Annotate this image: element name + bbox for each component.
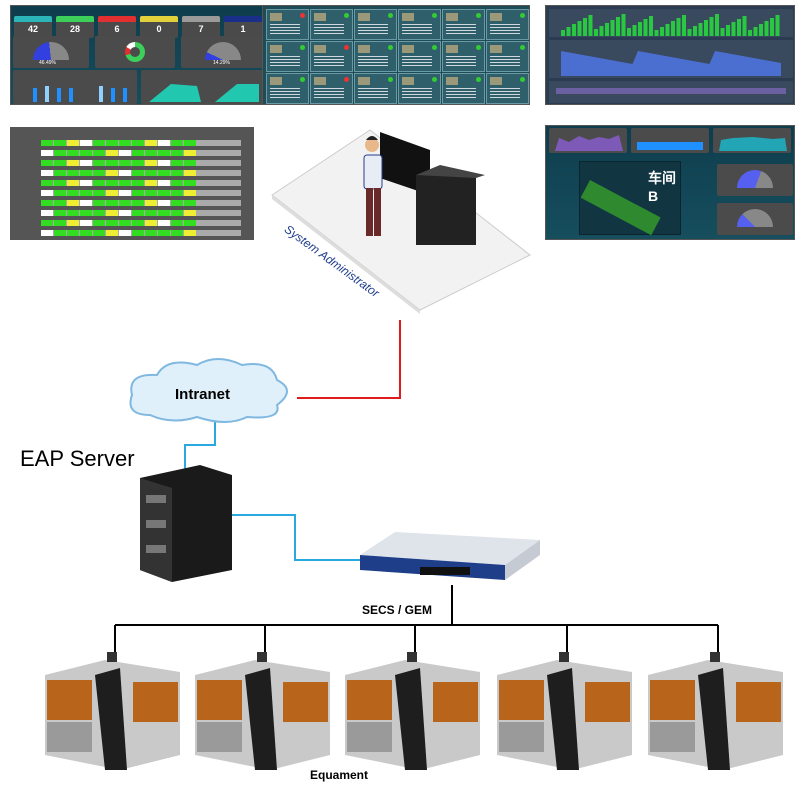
protocol-label: SECS / GEM <box>362 603 433 617</box>
equipment-tile <box>442 73 485 104</box>
timeline-row <box>41 150 241 156</box>
kpi-card: 42 <box>14 16 52 38</box>
timeline-row <box>41 210 241 216</box>
gauge-value: 46.49% <box>39 60 56 66</box>
kpi-value: 7 <box>198 24 204 34</box>
intranet-cloud-icon <box>129 358 288 423</box>
equipment-tile <box>310 41 353 72</box>
gauge-panel: 46.49% <box>13 36 89 68</box>
timeline-row <box>41 170 241 176</box>
equipment-tile <box>266 73 309 104</box>
timeline-row <box>41 200 241 206</box>
equipment-label: Equament <box>310 768 369 782</box>
trend-charts-screenshot <box>545 5 795 105</box>
equipment-tile <box>486 73 529 104</box>
equipment-tile <box>486 41 529 72</box>
lan-link-line <box>232 514 365 561</box>
computer-tower-icon <box>416 175 476 245</box>
timeline-row <box>41 140 241 146</box>
kpi-card: 7 <box>182 16 220 38</box>
bar-chart-panel <box>13 70 137 104</box>
equipment-tile <box>266 9 309 40</box>
equipment-tile <box>266 41 309 72</box>
workshop-title: 车间B <box>648 170 676 204</box>
equipment-tile <box>354 41 397 72</box>
administrator-person-icon <box>365 138 379 152</box>
workshop-dashboard-screenshot: 车间B <box>545 125 795 240</box>
equipment-tile <box>398 73 441 104</box>
equipment-status-grid-screenshot <box>262 5 530 105</box>
wan-link-line <box>297 320 401 399</box>
workshop-floor-map: 车间B <box>579 161 681 236</box>
equipment-machine-icon <box>45 652 180 770</box>
equipment-machine-icon <box>497 652 632 770</box>
timeline-row <box>41 220 241 226</box>
kpi-value: 42 <box>27 24 38 34</box>
kpi-value: 1 <box>240 24 246 34</box>
equipment-tile <box>354 9 397 40</box>
equipment-tile <box>398 9 441 40</box>
secs-gem-gateway-icon <box>360 532 540 580</box>
gauge-value: 14.29% <box>213 60 230 66</box>
equipment-tile <box>486 9 529 40</box>
equipment-machine-icon <box>195 652 330 770</box>
equipment-tile <box>442 9 485 40</box>
timeline-row <box>41 190 241 196</box>
equipment-timeline-screenshot <box>10 127 254 240</box>
kpi-card: 28 <box>56 16 94 38</box>
dashboard-overview-screenshot: 42 28 6 0 7 1 46.49% 14.29% <box>10 5 268 105</box>
eap-server-label: EAP Server <box>20 446 135 471</box>
kpi-value: 0 <box>156 24 162 34</box>
timeline-row <box>41 230 241 236</box>
kpi-card: 6 <box>98 16 136 38</box>
kpi-value: 6 <box>114 24 120 34</box>
equipment-tile <box>310 73 353 104</box>
equipment-tile <box>398 41 441 72</box>
kpi-card: 1 <box>224 16 262 38</box>
equipment-machine-icon <box>345 652 480 770</box>
equipment-tile <box>354 73 397 104</box>
intranet-label: Intranet <box>175 386 231 403</box>
kpi-card: 0 <box>140 16 178 38</box>
donut-panel <box>95 36 175 68</box>
lan-link-line <box>184 418 216 472</box>
timeline-row <box>41 180 241 186</box>
kpi-value: 28 <box>69 24 80 34</box>
equipment-tile <box>442 41 485 72</box>
equipment-tile <box>310 9 353 40</box>
area-chart-panel <box>141 70 265 104</box>
eap-server-icon <box>140 465 232 582</box>
equipment-machine-icon <box>648 652 783 770</box>
timeline-row <box>41 160 241 166</box>
gauge-panel: 14.29% <box>181 36 265 68</box>
